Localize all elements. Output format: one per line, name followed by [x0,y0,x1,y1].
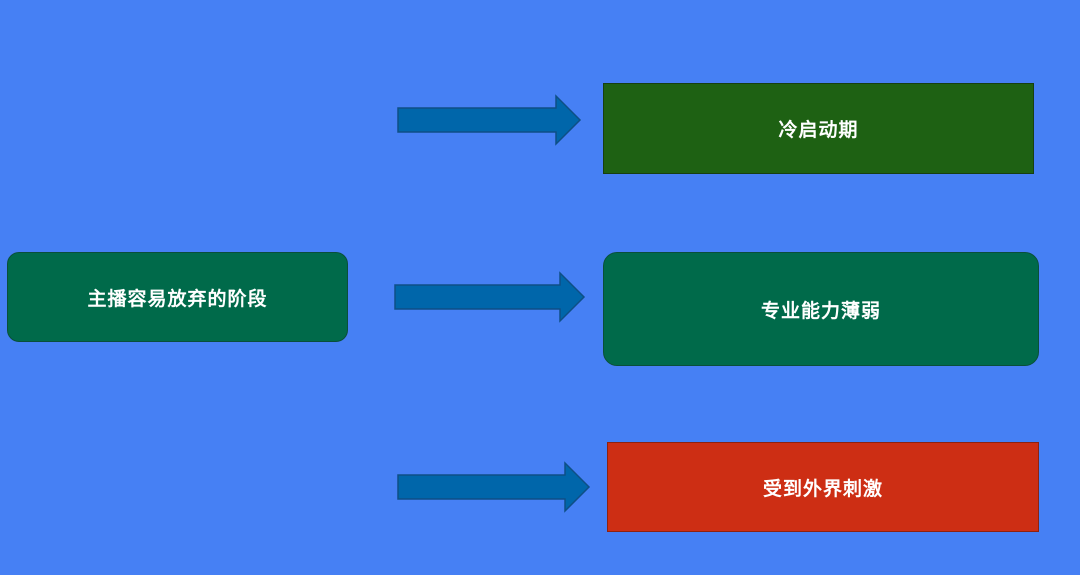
branch-node-cold-start: 冷启动期 [603,83,1034,174]
root-node-label: 主播容易放弃的阶段 [87,287,268,310]
arrow-to-branch-0 [397,94,582,146]
branch-node-label: 专业能力薄弱 [760,299,881,322]
arrow-to-branch-2 [397,461,591,513]
branch-node-external-stimulus: 受到外界刺激 [607,442,1039,532]
branch-node-label: 冷启动期 [778,119,859,141]
arrow-to-branch-1 [394,271,586,323]
branch-node-weak-skills: 专业能力薄弱 [603,252,1039,366]
branch-node-label: 受到外界刺激 [762,477,883,500]
root-node: 主播容易放弃的阶段 [7,252,348,342]
